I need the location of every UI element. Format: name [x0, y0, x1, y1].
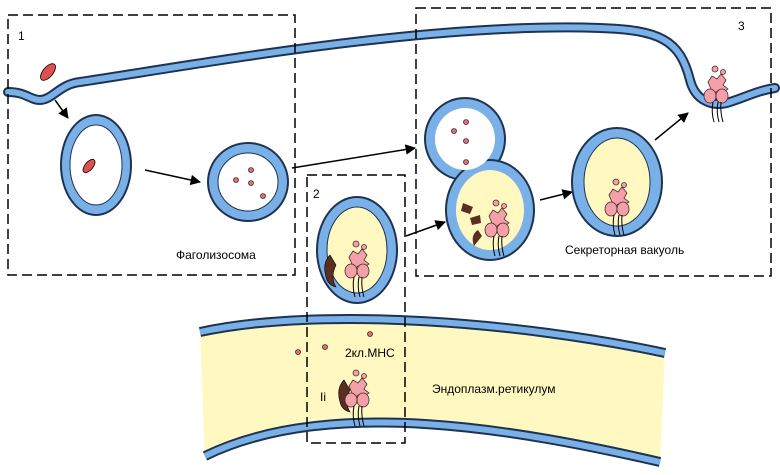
er-peptide-dots-icon: [295, 331, 373, 355]
peptide-dots-icon: [451, 119, 469, 165]
phagosome: [60, 114, 132, 216]
secretory-vacuole-label: Секреторная вакуоль: [565, 243, 685, 257]
panel-1-number: 1: [18, 29, 25, 43]
arrow-icon: [291, 144, 417, 169]
panel-3-number: 3: [738, 19, 745, 33]
bacterium-icon: [40, 63, 56, 81]
arrow-icon: [539, 189, 574, 201]
invariant-chain-fragments-icon: [461, 203, 482, 246]
plasma-membrane: [3, 22, 780, 109]
secretory-vacuole: [571, 127, 663, 237]
peptide-dots-icon: [233, 167, 266, 199]
arrow-icon: [405, 220, 446, 237]
panel-2-number: 2: [313, 187, 320, 201]
mhc-class2-label: 2кл.МНС: [345, 346, 395, 360]
mhc-vesicle: [316, 196, 398, 304]
arrow-icon: [54, 99, 69, 119]
phagolysosome: [207, 142, 289, 222]
surface-mhc-class2-molecule-icon: [703, 65, 729, 123]
panel-1-border: [7, 14, 296, 276]
er-label: Эндоплазм.ретикулум: [432, 382, 556, 396]
panel-3-border: [415, 7, 772, 277]
arrow-icon: [654, 112, 689, 141]
fusion-vacuole: [424, 97, 535, 261]
panel-2-border: [306, 174, 406, 444]
arrow-icon: [144, 169, 202, 186]
invariant-chain-label: Ii: [320, 390, 326, 404]
endoplasmic-reticulum: [198, 313, 667, 467]
phagolysosome-label: Фаголизосома: [176, 248, 256, 262]
